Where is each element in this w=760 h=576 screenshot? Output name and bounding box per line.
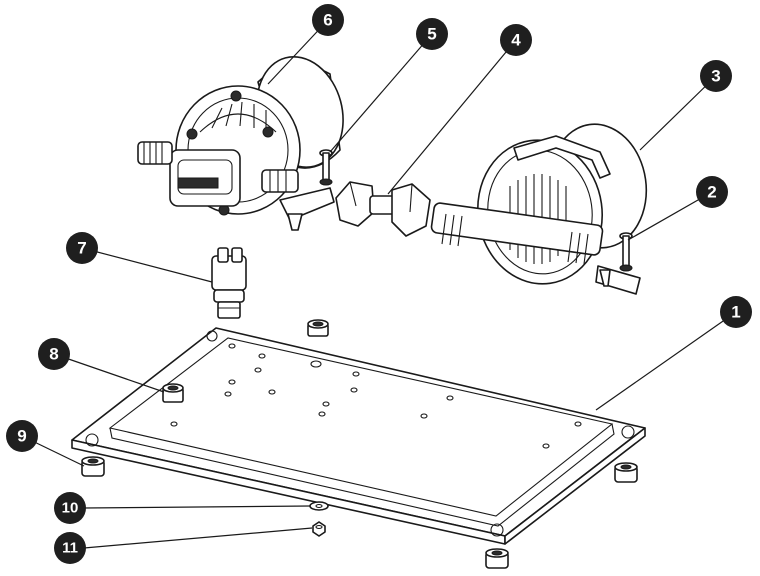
svg-text:4: 4 [511,31,521,50]
svg-text:2: 2 [707,183,716,202]
nut-11 [312,521,326,537]
foot-right [614,462,638,483]
svg-text:3: 3 [711,67,720,86]
callout-5: 5 [416,18,448,50]
bolt-5 [319,149,333,186]
foot-bottom [485,548,509,569]
grommet-top [307,319,329,337]
plate-holes [170,343,582,449]
callout-1: 1 [720,296,752,328]
callout-11: 11 [54,532,86,564]
base-plate [71,327,646,545]
foot-9-left [81,456,105,477]
callout-3: 3 [700,60,732,92]
bolt-2 [619,232,633,272]
callout-9: 9 [6,420,38,452]
svg-text:5: 5 [427,25,436,44]
strainer-3 [430,123,648,295]
connector-7 [211,247,247,319]
callout-2: 2 [696,176,728,208]
grommet-8 [162,383,184,403]
svg-text:7: 7 [77,239,86,258]
callout-4: 4 [500,24,532,56]
callout-6: 6 [312,4,344,36]
callout-10: 10 [54,492,86,524]
svg-text:10: 10 [62,500,79,517]
svg-text:6: 6 [323,11,332,30]
svg-text:1: 1 [731,303,740,322]
washer-10 [309,501,329,511]
callout-7: 7 [66,232,98,264]
svg-text:11: 11 [62,540,78,557]
union-fitting-4 [335,181,431,237]
motor-pump-6 [137,56,344,231]
svg-text:9: 9 [17,427,26,446]
svg-text:8: 8 [49,345,58,364]
leader-lines [21,19,737,549]
callout-8: 8 [38,338,70,370]
